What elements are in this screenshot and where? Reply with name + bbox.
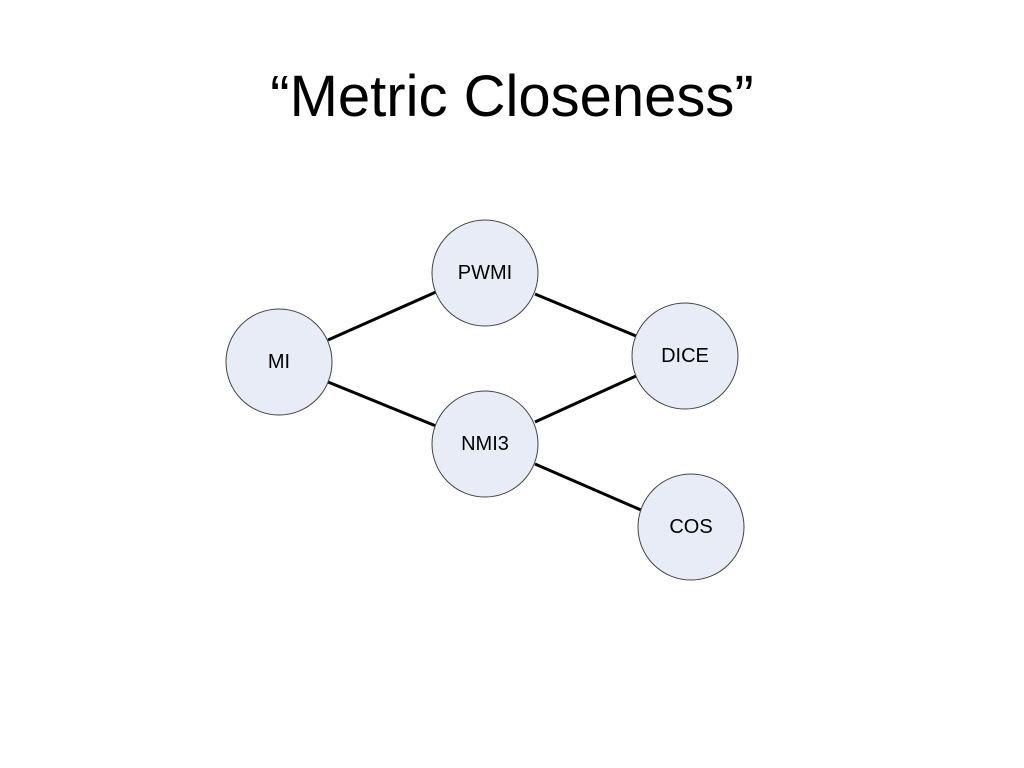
node-pwmi: PWMI [431,219,539,327]
node-cos-circle [637,473,745,581]
node-nmi3-circle [431,390,539,498]
node-mi: MI [225,308,333,416]
node-nmi3-label: NMI3 [461,433,509,455]
edge-nmi3-cos [534,462,642,512]
node-pwmi-label: PWMI [458,262,512,284]
node-dice-circle [631,302,739,410]
edge-mi-nmi3 [327,380,437,428]
node-dice-label: DICE [661,345,709,367]
node-pwmi-circle [431,219,539,327]
node-cos: COS [637,473,745,581]
node-nmi3: NMI3 [431,390,539,498]
slide-title: “Metric Closeness” [270,64,754,129]
node-mi-label: MI [268,351,290,373]
node-mi-circle [225,308,333,416]
edge-nmi3-dice [534,374,637,424]
edge-pwmi-dice [534,292,637,338]
node-cos-label: COS [669,516,712,538]
node-dice: DICE [631,302,739,410]
edge-mi-pwmi [327,290,437,342]
edges [327,290,642,512]
